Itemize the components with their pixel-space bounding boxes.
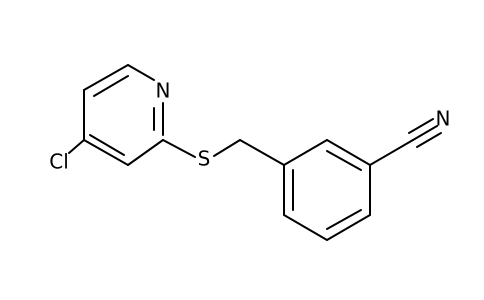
bond-benzene-c <box>326 214 371 241</box>
bond-ch2-benzene <box>239 139 285 166</box>
bond-c2-s <box>162 139 196 158</box>
chlorine-label: Cl <box>49 150 69 174</box>
bond-nitrile-1 <box>412 125 438 141</box>
bond-nitrile-2 <box>408 118 434 134</box>
bond-benzene-cn <box>369 139 414 166</box>
sulfur-label: S <box>198 147 211 171</box>
bond-benzene-e-inner <box>326 150 362 171</box>
bond-c3-c4-pyridine-inner <box>93 75 129 97</box>
bond-c1-c6-pyridine <box>83 139 129 166</box>
bond-c3-c4-pyridine <box>83 64 129 91</box>
bond-c4-n-pyridine <box>127 64 155 81</box>
bond-benzene-c-inner <box>326 209 362 230</box>
bond-c1-c6-pyridine-inner <box>89 134 125 156</box>
pyridine-nitrogen-label: N <box>156 79 171 103</box>
nitrile-nitrogen-label: N <box>436 107 451 131</box>
bond-benzene-e <box>326 139 371 166</box>
bond-nitrile-3 <box>416 132 442 148</box>
bond-benzene-b <box>283 214 328 241</box>
bond-c2-c1-pyridine <box>127 139 164 166</box>
bond-c6-cl <box>68 139 85 154</box>
bond-benzene-f <box>283 139 328 166</box>
bond-s-ch2 <box>213 139 241 157</box>
